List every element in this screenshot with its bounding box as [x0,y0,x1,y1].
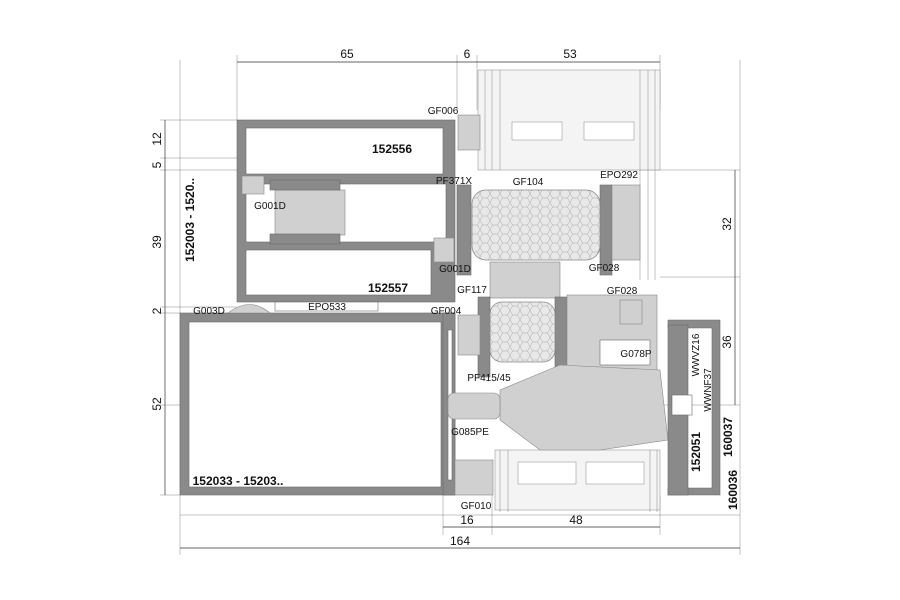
label-pf371x: PF371X [436,176,472,187]
label-gf028-lower: GF028 [607,286,638,297]
glass-bottom [494,449,661,512]
dim-total-164: 164 [450,534,470,548]
label-gf010: GF010 [461,501,492,512]
dim-left-5: 5 [150,161,164,168]
label-152556: 152556 [372,142,412,156]
label-152557: 152557 [368,281,408,295]
label-gf104: GF104 [513,177,544,188]
dim-bottom-16: 16 [460,513,474,527]
dim-left-2: 2 [150,307,164,314]
label-epo292: EPO292 [600,170,638,181]
dim-top-65: 65 [340,47,354,61]
dim-left-12: 12 [150,132,164,146]
label-wwnf37: WWNF37 [703,368,714,412]
label-pf415-45: PF415/45 [467,373,511,384]
dimension-lines [164,61,740,549]
label-152003: 152003 - 1520.. [183,178,197,262]
label-152051: 152051 [689,432,703,472]
dim-left-39: 39 [150,235,164,249]
glass-top [477,69,661,280]
label-gf117: GF117 [457,285,487,296]
dim-right-32: 32 [720,217,734,231]
profile-152556-152557 [236,119,456,303]
dim-top-53: 53 [563,47,577,61]
label-epo533: EPO533 [308,302,346,313]
label-g001d-right: G001D [439,264,471,275]
dim-top-6: 6 [464,47,471,61]
label-g003d: G003D [193,306,225,317]
dim-right-36: 36 [720,335,734,349]
dim-left-52: 52 [150,397,164,411]
label-160036: 160036 [726,470,740,510]
pressure-plate-cover [447,319,721,496]
label-g001d-left: G001D [254,201,286,212]
thermal-break-lower [477,261,658,378]
label-gf004: GF004 [431,306,462,317]
label-152033: 152033 - 15203.. [193,474,284,488]
dim-bottom-48: 48 [569,513,583,527]
gasket-epo533 [274,301,379,312]
profile-152033 [179,312,456,496]
label-g078p: G078P [620,349,651,360]
label-gf028-upper: GF028 [589,263,620,274]
gasket-g003d [227,304,271,314]
thermal-break-upper [456,184,641,276]
label-gf006: GF006 [428,106,459,117]
label-wwvz16: WWVZ16 [691,333,702,376]
gaskets [241,114,643,496]
label-160037: 160037 [721,417,735,457]
label-g085pe: G085PE [451,427,489,438]
